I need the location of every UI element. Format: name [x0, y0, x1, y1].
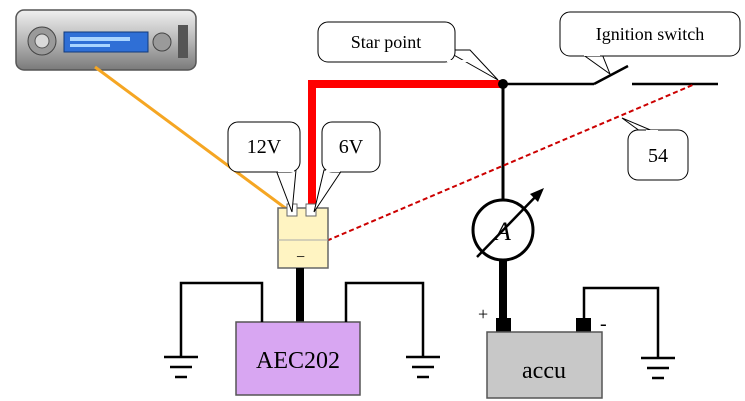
ground-icon	[406, 355, 440, 379]
battery-minus-terminal	[576, 318, 591, 332]
callout-12v	[227, 121, 301, 213]
wire-battery-to-ground	[582, 286, 660, 358]
ammeter-label: A	[493, 217, 511, 246]
battery-plus-label: +	[478, 304, 488, 324]
star-point-label: Star point	[351, 32, 422, 52]
callout-54	[621, 117, 689, 181]
power-wire	[308, 80, 503, 213]
label-54: 54	[648, 145, 668, 167]
controller-box	[235, 321, 361, 396]
ground-icon	[164, 355, 198, 379]
car-radio-icon	[15, 9, 197, 71]
label-12v: 12V	[247, 136, 282, 158]
radio-wire	[94, 65, 293, 215]
battery-minus-label: -	[600, 313, 607, 335]
battery-plus-terminal	[496, 318, 511, 332]
controller-label: AEC202	[256, 348, 340, 374]
battery-box	[486, 331, 603, 399]
wire-controller-right-ground	[344, 281, 425, 357]
callout-ignition-switch	[559, 11, 741, 76]
wire-controller-left-ground	[179, 281, 264, 357]
callout-6v	[313, 121, 381, 213]
ignition-switch-blade	[593, 64, 629, 86]
battery-label: accu	[522, 358, 566, 384]
callout-star-point	[317, 21, 499, 81]
connector-minus-label: −	[296, 249, 305, 266]
signal-wire-54	[304, 83, 696, 251]
label-6v: 6V	[339, 136, 364, 158]
ground-icon	[641, 356, 675, 380]
ignition-switch-label: Ignition switch	[596, 24, 705, 44]
